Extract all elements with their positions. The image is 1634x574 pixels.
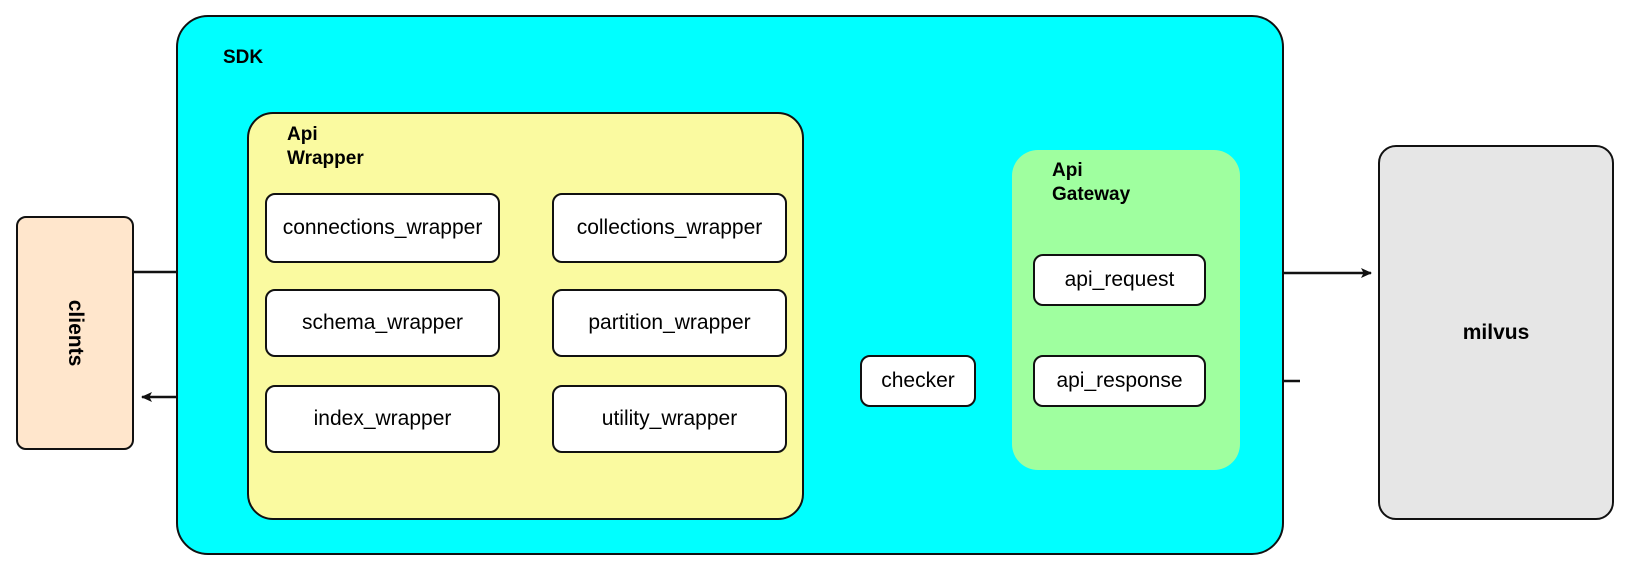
- node-api-request[interactable]: api_request: [1033, 254, 1206, 306]
- node-partition-wrapper[interactable]: partition_wrapper: [552, 289, 787, 357]
- node-collections-wrapper[interactable]: collections_wrapper: [552, 193, 787, 263]
- api-gateway-container[interactable]: Api Gateway: [1012, 150, 1240, 470]
- milvus-box[interactable]: milvus: [1378, 145, 1614, 520]
- node-api-response[interactable]: api_response: [1033, 355, 1206, 407]
- node-connections-wrapper[interactable]: connections_wrapper: [265, 193, 500, 263]
- node-checker[interactable]: checker: [860, 355, 976, 407]
- node-utility-wrapper[interactable]: utility_wrapper: [552, 385, 787, 453]
- node-schema-wrapper[interactable]: schema_wrapper: [265, 289, 500, 357]
- clients-label: clients: [64, 299, 87, 367]
- sdk-title: SDK: [223, 47, 264, 68]
- api-gateway-title: Api Gateway: [1052, 160, 1131, 206]
- api-wrapper-title: Api Wrapper: [287, 124, 364, 170]
- node-index-wrapper[interactable]: index_wrapper: [265, 385, 500, 453]
- clients-box[interactable]: clients: [16, 216, 134, 450]
